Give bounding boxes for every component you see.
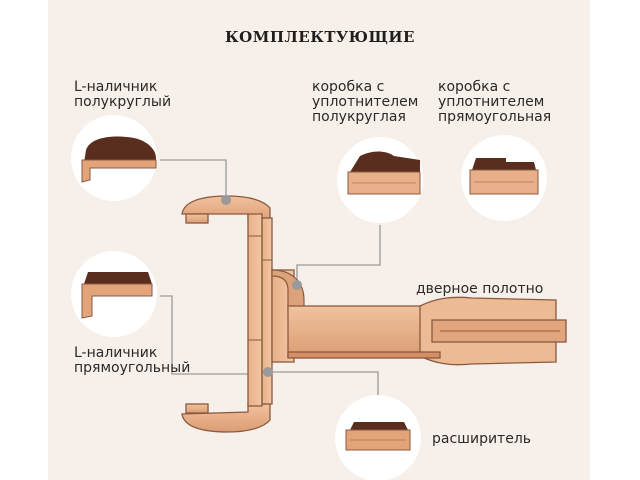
detail-casing-round bbox=[71, 115, 157, 201]
label-casing-round: L-наличник полукруглый bbox=[74, 79, 172, 110]
frame-vertical bbox=[247, 213, 295, 407]
left-margin bbox=[0, 0, 48, 480]
label-extender: расширитель bbox=[432, 431, 532, 447]
label-door-leaf: дверное полотно bbox=[416, 281, 544, 297]
diagram-title: КОМПЛЕКТУЮЩИЕ bbox=[225, 28, 415, 46]
detail-extender bbox=[335, 395, 421, 480]
door-leaf-section bbox=[287, 296, 567, 366]
label-frame-round: коробка с уплотнителем полукруглая bbox=[312, 79, 419, 125]
label-frame-rect: коробка с уплотнителем прямоугольная bbox=[438, 79, 552, 125]
bottom-casing-section bbox=[181, 403, 271, 433]
label-casing-rect: L-наличник прямоугольный bbox=[74, 345, 191, 376]
detail-frame-rect bbox=[461, 135, 547, 221]
right-margin bbox=[590, 0, 640, 480]
leader-casing-round bbox=[160, 159, 227, 200]
detail-frame-round bbox=[337, 137, 423, 223]
leader-frame-round bbox=[296, 225, 381, 283]
detail-casing-rect bbox=[71, 251, 157, 337]
connector-dots bbox=[221, 195, 302, 377]
